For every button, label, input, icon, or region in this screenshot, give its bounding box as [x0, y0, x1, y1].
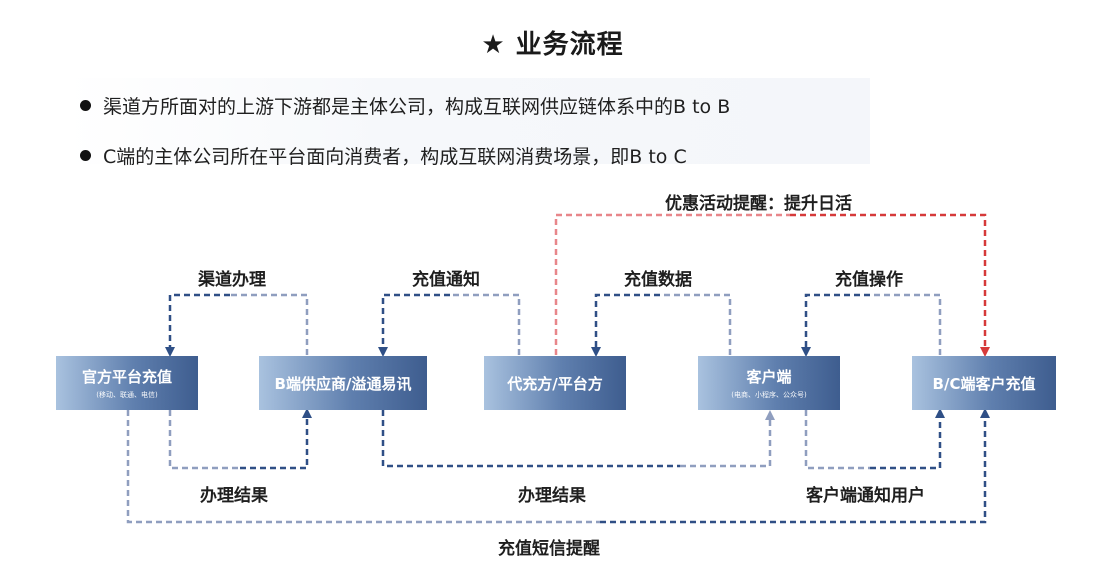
link-notify-dark — [378, 293, 450, 357]
node-label: B/C端客户充值 — [932, 374, 1036, 393]
node-official-platform: 官方平台充值 (移动、联通、电信) — [56, 356, 198, 410]
label-promo: 优惠活动提醒：提升日活 — [665, 194, 852, 214]
label-client-notify: 客户端通知用户 — [806, 486, 925, 506]
node-label: 官方平台充值 — [81, 368, 172, 386]
label-sms: 充值短信提醒 — [498, 539, 600, 559]
page-title: ★ 业务流程 — [481, 30, 624, 60]
link-operate-light — [870, 293, 942, 355]
label-operate: 充值操作 — [835, 270, 903, 290]
node-client: 客户端 (电商、小程序、公众号) — [698, 356, 840, 410]
node-sublabel: (移动、联通、电信) — [96, 391, 158, 399]
link-sms-light — [126, 410, 600, 524]
link-result2-dark — [381, 410, 680, 468]
promo-link-light — [554, 213, 790, 355]
bullet-dot-icon — [80, 150, 91, 161]
bullet-item: 渠道方所面对的上游下游都是主体公司，构成互联网供应链体系中的B to B — [80, 92, 730, 119]
link-client-notify-dark — [870, 408, 945, 470]
promo-link-dark — [790, 213, 990, 357]
link-result1-light — [168, 410, 240, 470]
link-notify-light — [450, 293, 521, 355]
node-b-supplier: B端供应商/溢通易讯 — [259, 356, 427, 410]
node-label: 客户端 — [746, 368, 792, 386]
bullet-dot-icon — [80, 100, 91, 111]
link-data-dark — [591, 293, 660, 357]
label-channel: 渠道办理 — [198, 270, 266, 290]
label-notify: 充值通知 — [412, 270, 480, 290]
node-label: 代充方/平台方 — [507, 374, 603, 393]
link-operate-dark — [801, 293, 870, 357]
link-client-notify-light — [804, 410, 870, 470]
link-data-light — [660, 293, 732, 355]
link-channel-light — [230, 293, 309, 355]
node-label: B端供应商/溢通易讯 — [274, 374, 412, 393]
link-channel-dark — [165, 293, 230, 357]
node-bc-customer: B/C端客户充值 — [912, 356, 1056, 410]
label-result-2: 办理结果 — [518, 486, 586, 506]
bullet-item: C端的主体公司所在平台面向消费者，构成互联网消费场景，即B to C — [80, 142, 687, 169]
label-data: 充值数据 — [624, 270, 692, 290]
bullet-text: C端的主体公司所在平台面向消费者，构成互联网消费场景，即B to C — [103, 146, 687, 168]
node-agent-platform: 代充方/平台方 — [484, 356, 626, 410]
bullet-text: 渠道方所面对的上游下游都是主体公司，构成互联网供应链体系中的B to B — [103, 96, 731, 118]
bullet-panel: 渠道方所面对的上游下游都是主体公司，构成互联网供应链体系中的B to B C端的… — [66, 78, 870, 168]
link-result2-light — [680, 410, 775, 468]
node-sublabel: (电商、小程序、公众号) — [731, 391, 807, 399]
link-result1-dark — [240, 408, 312, 470]
label-result-1: 办理结果 — [200, 486, 268, 506]
link-sms-dark — [600, 408, 990, 524]
